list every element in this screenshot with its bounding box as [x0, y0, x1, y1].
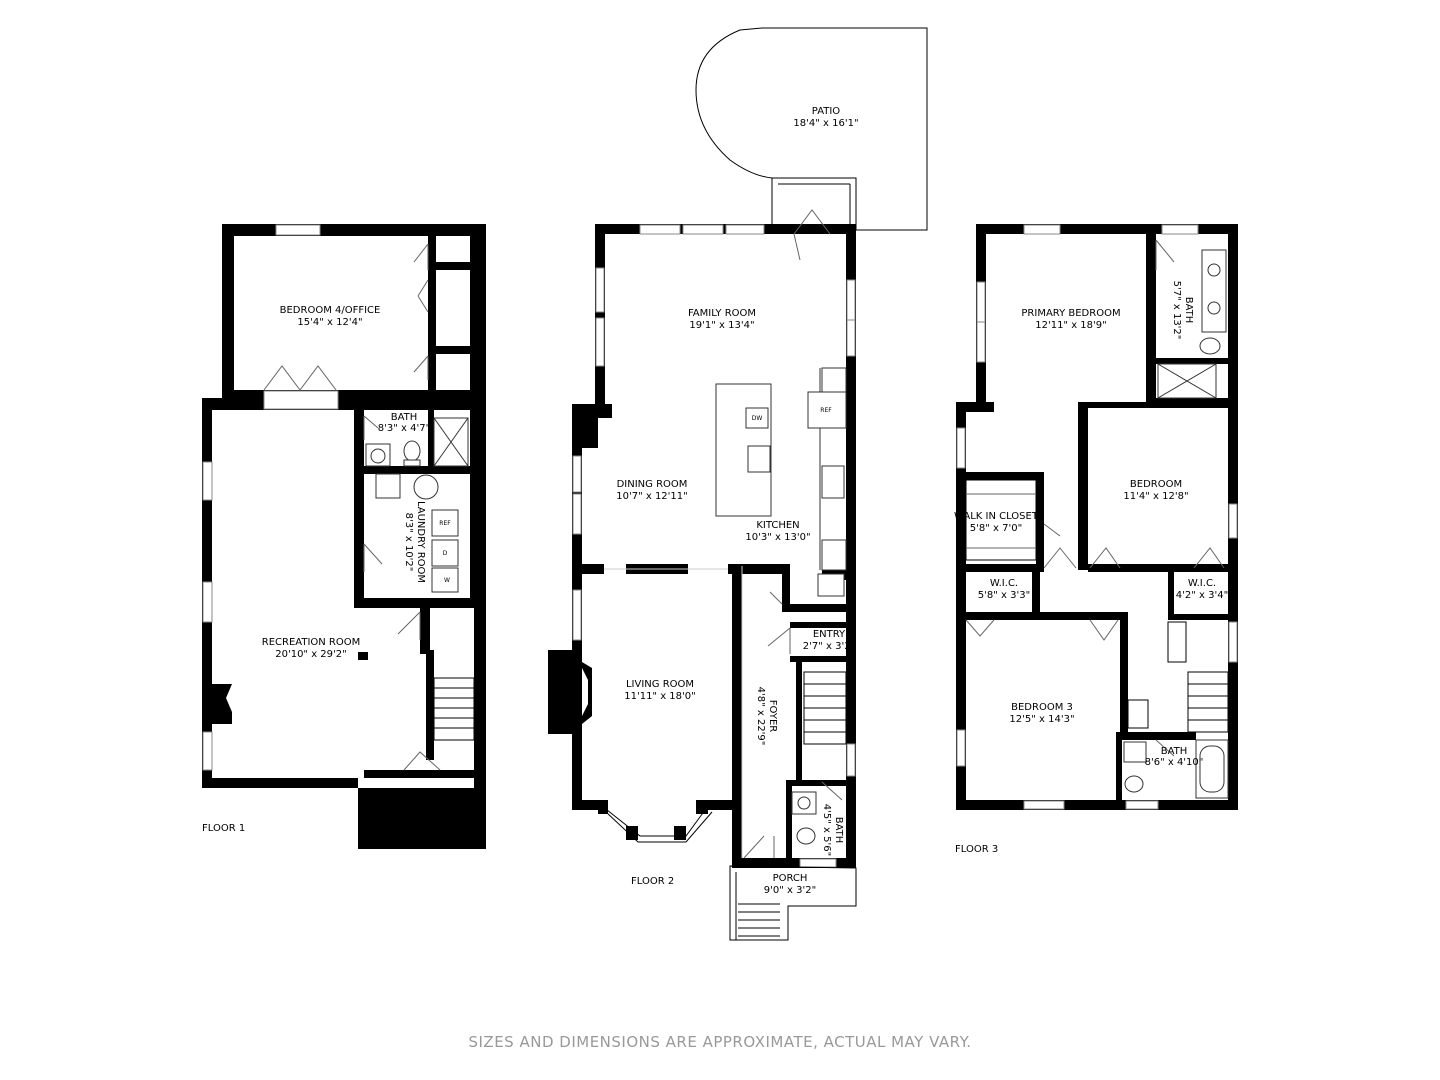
- room-dims: 9'0" x 3'2": [764, 885, 816, 896]
- room-dims: 4'2" x 3'4": [1176, 590, 1228, 601]
- room-name: FAMILY ROOM: [688, 308, 756, 319]
- room-name: BATH: [833, 817, 844, 844]
- room-dims: 10'3" x 13'0": [745, 532, 810, 543]
- room-dims: 18'4" x 16'1": [793, 118, 858, 129]
- room-name: BEDROOM 3: [1011, 702, 1073, 713]
- floor-2-plan: DW REF PATIO 18: [548, 27, 928, 941]
- room-name: BEDROOM: [1130, 479, 1182, 490]
- room-name: PORCH: [773, 873, 808, 884]
- room-dims: 5'8" x 3'3": [978, 590, 1030, 601]
- room-name: RECREATION ROOM: [262, 637, 361, 648]
- room-name: WALK IN CLOSET: [954, 511, 1039, 522]
- fridge-label: REF: [820, 407, 832, 414]
- room-dims: 12'5" x 14'3": [1009, 714, 1074, 725]
- floor-label: FLOOR 2: [631, 876, 674, 887]
- dryer-label: D: [443, 550, 448, 557]
- room-name: W.I.C.: [1188, 578, 1216, 589]
- room-dims: 10'7" x 12'11": [616, 491, 688, 502]
- room-dims: 8'3" x 4'7": [378, 423, 430, 434]
- room-name: BEDROOM 4/OFFICE: [280, 305, 381, 316]
- room-name: BATH: [391, 412, 418, 423]
- room-dims: 4'5" x 5'6": [821, 804, 832, 856]
- floor-label: FLOOR 1: [202, 823, 245, 834]
- dishwasher-label: DW: [752, 415, 763, 422]
- room-name: STORAGE ROOM: [385, 798, 467, 809]
- room-name: W.I.C.: [990, 578, 1018, 589]
- floor-1-walls: [202, 224, 486, 849]
- room-name: KITCHEN: [756, 520, 799, 531]
- room-name: PATIO: [812, 106, 841, 117]
- floor-label: FLOOR 3: [955, 844, 998, 855]
- room-dims: 20'10" x 29'2": [275, 649, 347, 660]
- room-dims: 2'7" x 3'2": [803, 641, 855, 652]
- floor-3-plan: PRIMARY BEDROOM 12'11" x 18'9" BATH 5'7"…: [954, 224, 1238, 855]
- room-name: FOYER: [767, 700, 778, 733]
- room-dims: 4'8" x 22'9": [755, 687, 766, 746]
- room-dims: 11'11" x 18'0": [624, 691, 696, 702]
- room-name: PRIMARY BEDROOM: [1021, 308, 1120, 319]
- room-dims: 8'3" x 10'2": [403, 513, 414, 572]
- room-name: LIVING ROOM: [626, 679, 694, 690]
- room-name: BATH: [1161, 746, 1188, 757]
- room-dims: 19'1" x 13'4": [689, 320, 754, 331]
- room-dims: 15'4" x 12'4": [297, 317, 362, 328]
- room-dims: 5'7" x 13'2": [1171, 281, 1182, 340]
- washer-label: W: [444, 577, 450, 584]
- room-dims: 8'6" x 4'10": [1145, 757, 1204, 768]
- room-dims: 11'4" x 12'8": [1123, 491, 1188, 502]
- room-name: DINING ROOM: [617, 479, 688, 490]
- room-name: LAUNDRY ROOM: [415, 501, 426, 583]
- room-dims: 12'11" x 18'9": [1035, 320, 1107, 331]
- room-name: ENTRY: [813, 629, 846, 640]
- room-name: BATH: [1183, 297, 1194, 324]
- patio-outline: [695, 27, 928, 231]
- room-dims: 8'4" x 4'2": [400, 810, 452, 821]
- disclaimer-text: SIZES AND DIMENSIONS ARE APPROXIMATE, AC…: [468, 1033, 971, 1051]
- room-dims: 5'8" x 7'0": [970, 523, 1022, 534]
- floor-1-plan: REF D W BEDROOM 4/OFFICE 15'4" x 12'4" B…: [202, 224, 486, 849]
- fridge-label: REF: [439, 520, 451, 527]
